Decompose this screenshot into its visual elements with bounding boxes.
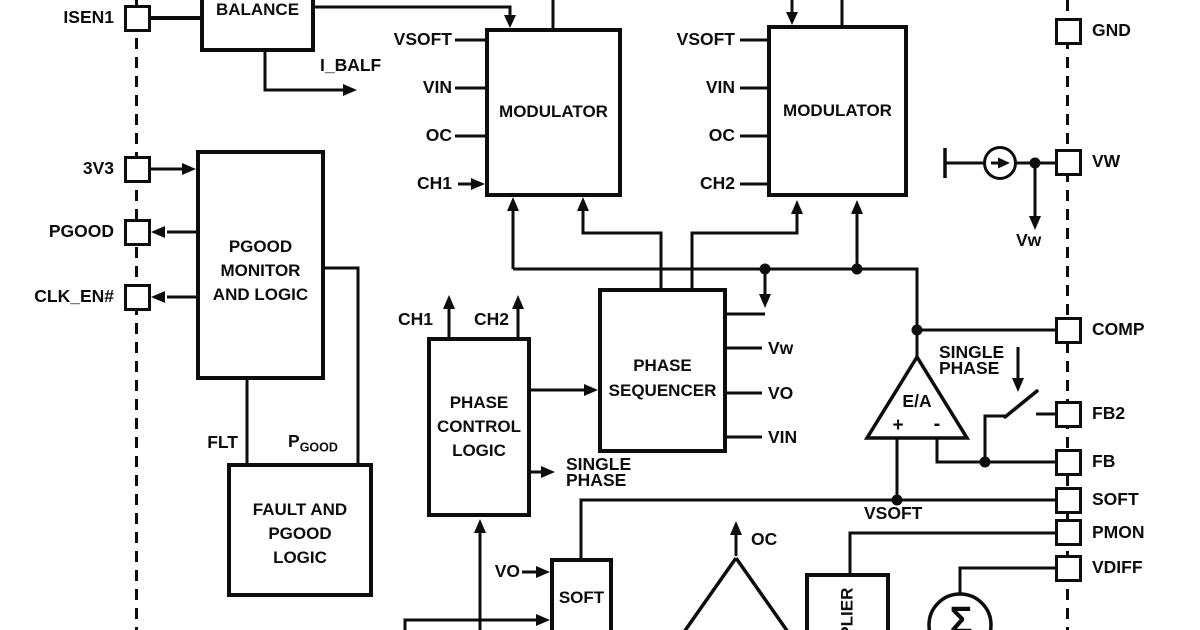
pin-label-fb: FB [1092,451,1116,471]
ic-boundary-right-dashed-line [1066,0,1069,630]
ic-boundary-left-dashed-line [135,0,138,630]
pin-label-gnd: GND [1092,20,1131,40]
ea-amplifier-label: E/A [902,391,932,411]
mod1-input-label-vin: VIN [422,77,452,97]
mod2-input-label-ch2: CH2 [699,173,735,193]
pin-vw [1055,149,1082,176]
mod1-input-label-oc: OC [425,125,452,145]
mod2-input-label-vsoft: VSOFT [676,29,735,49]
pin-pgood [124,219,151,246]
balance-block: BALANCE [200,0,315,52]
pin-label-vw: VW [1092,151,1121,171]
pgood-net-label: PGOOD [288,431,338,455]
modulator2-block: MODULATOR [767,25,908,197]
pin-gnd [1055,18,1082,45]
soft-block: SOFT [550,558,613,630]
pcl-output-label-ch2: CH2 [474,309,510,329]
phase-sequencer-label: PHASE SEQUENCER [608,356,717,400]
fault-pgood-logic-block: FAULT AND PGOOD LOGIC [227,463,373,597]
pin-isen1 [124,5,151,32]
pgood-net-label-main: P [288,431,300,451]
single-phase-output-label: SINGLE PHASE [566,454,632,490]
mod2-input-label-vin: VIN [705,77,735,97]
sequencer-output-label-vin: VIN [768,427,798,447]
pin-clk-en [124,284,151,311]
vw-source-label: Vw [1016,230,1042,250]
flt-net-label: FLT [207,432,238,452]
pin-label-vdiff: VDIFF [1092,557,1143,577]
pgood-monitor-label: PGOOD MONITOR AND LOGIC [212,236,309,305]
vsoft-net-label: VSOFT [864,503,923,523]
pin-label-soft: SOFT [1092,489,1139,509]
pin-fb2 [1055,401,1082,428]
modulator1-label: MODULATOR [499,102,608,122]
pin-label-isen1: ISEN1 [63,7,114,27]
signal-label-i-balf: I_BALF [320,55,382,75]
modulator1-block: MODULATOR [485,28,622,197]
pcl-output-label-ch1: CH1 [398,309,434,329]
ea-amplifier-triangle [863,353,971,440]
mod2-input-label-oc: OC [708,125,735,145]
pin-vdiff [1055,555,1082,582]
pin-pmon [1055,519,1082,546]
mod1-input-label-vsoft: VSOFT [393,29,452,49]
pin-label-pmon: PMON [1092,522,1145,542]
pin-label-comp: COMP [1092,319,1145,339]
arrowheads [151,12,1041,626]
summation-sigma-symbol: Σ [949,600,973,630]
pin-label-clk-en: CLK_EN# [34,286,114,306]
pin-comp [1055,317,1082,344]
pin-fb [1055,449,1082,476]
pin-label-pgood: PGOOD [48,221,114,241]
balance-block-label: BALANCE [215,0,300,19]
sequencer-output-label-vw: Vw [768,338,794,358]
modulator2-label: MODULATOR [783,100,892,120]
phase-sequencer-block: PHASE SEQUENCER [598,288,727,453]
soft-block-label: SOFT [558,588,605,607]
single-phase-switch-label: SINGLE PHASE [939,342,1005,378]
fault-pgood-logic-label: FAULT AND PGOOD LOGIC [252,499,348,568]
pgood-monitor-block: PGOOD MONITOR AND LOGIC [196,150,325,380]
sequencer-output-label-vo: VO [768,383,794,403]
junction-dots [759,157,1041,506]
ea-minus-input-label: - [933,413,941,435]
mod1-input-label-ch1: CH1 [416,173,452,193]
pin-3v3 [124,156,151,183]
pin-label-3v3: 3V3 [82,158,114,178]
soft-input-label-vo: VO [494,561,520,581]
phase-control-logic-block: PHASE CONTROL LOGIC [427,337,531,517]
pin-soft [1055,487,1082,514]
multiplier-block: MULTIPLIER [805,573,890,630]
ea-plus-input-label: + [892,415,904,436]
oc-comparator-label: OC [751,529,778,549]
multiplier-label: MULTIPLIER [838,588,858,630]
pin-label-fb2: FB2 [1092,403,1126,423]
pgood-net-label-sub: GOOD [299,440,338,455]
phase-control-logic-label: PHASE CONTROL LOGIC [436,392,522,461]
summation-node-circle [927,592,993,630]
